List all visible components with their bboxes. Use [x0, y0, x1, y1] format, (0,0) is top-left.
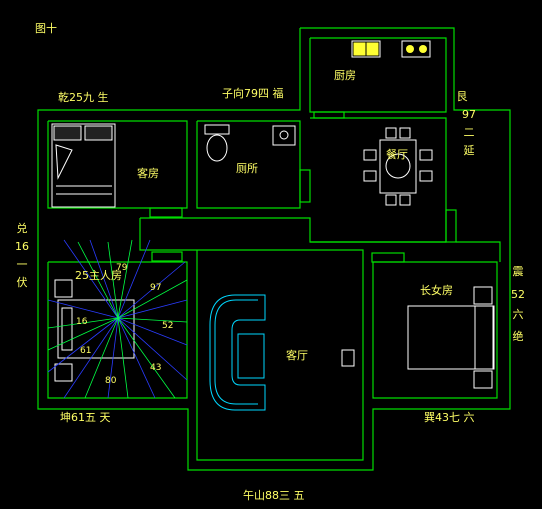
room-toilet: 厕所: [236, 162, 258, 175]
direction-top-left: 乾25九 生: [58, 90, 109, 104]
room-kitchen: 厨房: [334, 69, 356, 82]
direction-left-0: 兑: [17, 221, 28, 235]
room-living: 客厅: [286, 348, 308, 362]
toilet-icon: [204, 124, 296, 162]
direction-bottom-center: 午山88三 五: [243, 489, 305, 502]
direction-bottom-right: 巽43七 六: [424, 411, 475, 424]
compass-number-52: 52: [162, 321, 173, 331]
master-bed-icon: [54, 279, 135, 382]
direction-left-2: 一: [17, 258, 28, 271]
direction-right-upper-0: 艮: [457, 90, 468, 103]
direction-right-upper-3: 延: [464, 144, 475, 157]
guest-bed-icon: [51, 123, 116, 208]
direction-bottom-left: 坤61五 天: [60, 410, 111, 424]
room-dining: 餐厅: [386, 147, 408, 161]
direction-right-0: 震: [513, 265, 524, 278]
sofa-icon: [209, 294, 266, 411]
direction-right-upper-2: 二: [464, 126, 475, 139]
compass-rays: [47, 239, 188, 399]
compass-number-61: 61: [80, 346, 91, 356]
direction-right-upper-1: 97: [462, 108, 476, 121]
daughter-bed-icon: [407, 286, 495, 389]
room-guest: 客房: [137, 166, 159, 180]
kitchen-fixtures: [351, 40, 431, 58]
direction-right-3: 绝: [513, 329, 524, 343]
figure-title: 图十: [35, 21, 57, 35]
direction-left-1: 16: [15, 240, 29, 253]
compass-number-79: 79: [116, 263, 128, 273]
room-master: 25主人房: [75, 269, 122, 282]
direction-left-3: 伏: [17, 275, 28, 289]
compass-number-80: 80: [105, 376, 117, 386]
dining-table-icon: [363, 127, 433, 206]
compass-number-16: 16: [76, 317, 88, 327]
direction-right-2: 六: [513, 308, 524, 321]
compass-number-43: 43: [150, 363, 161, 373]
direction-top-center: 子向79四 福: [222, 86, 284, 100]
tv-unit-icon: [341, 349, 355, 367]
compass-number-97: 97: [150, 283, 161, 293]
direction-right-1: 52: [511, 288, 525, 301]
room-daughter: 长女房: [420, 283, 453, 297]
